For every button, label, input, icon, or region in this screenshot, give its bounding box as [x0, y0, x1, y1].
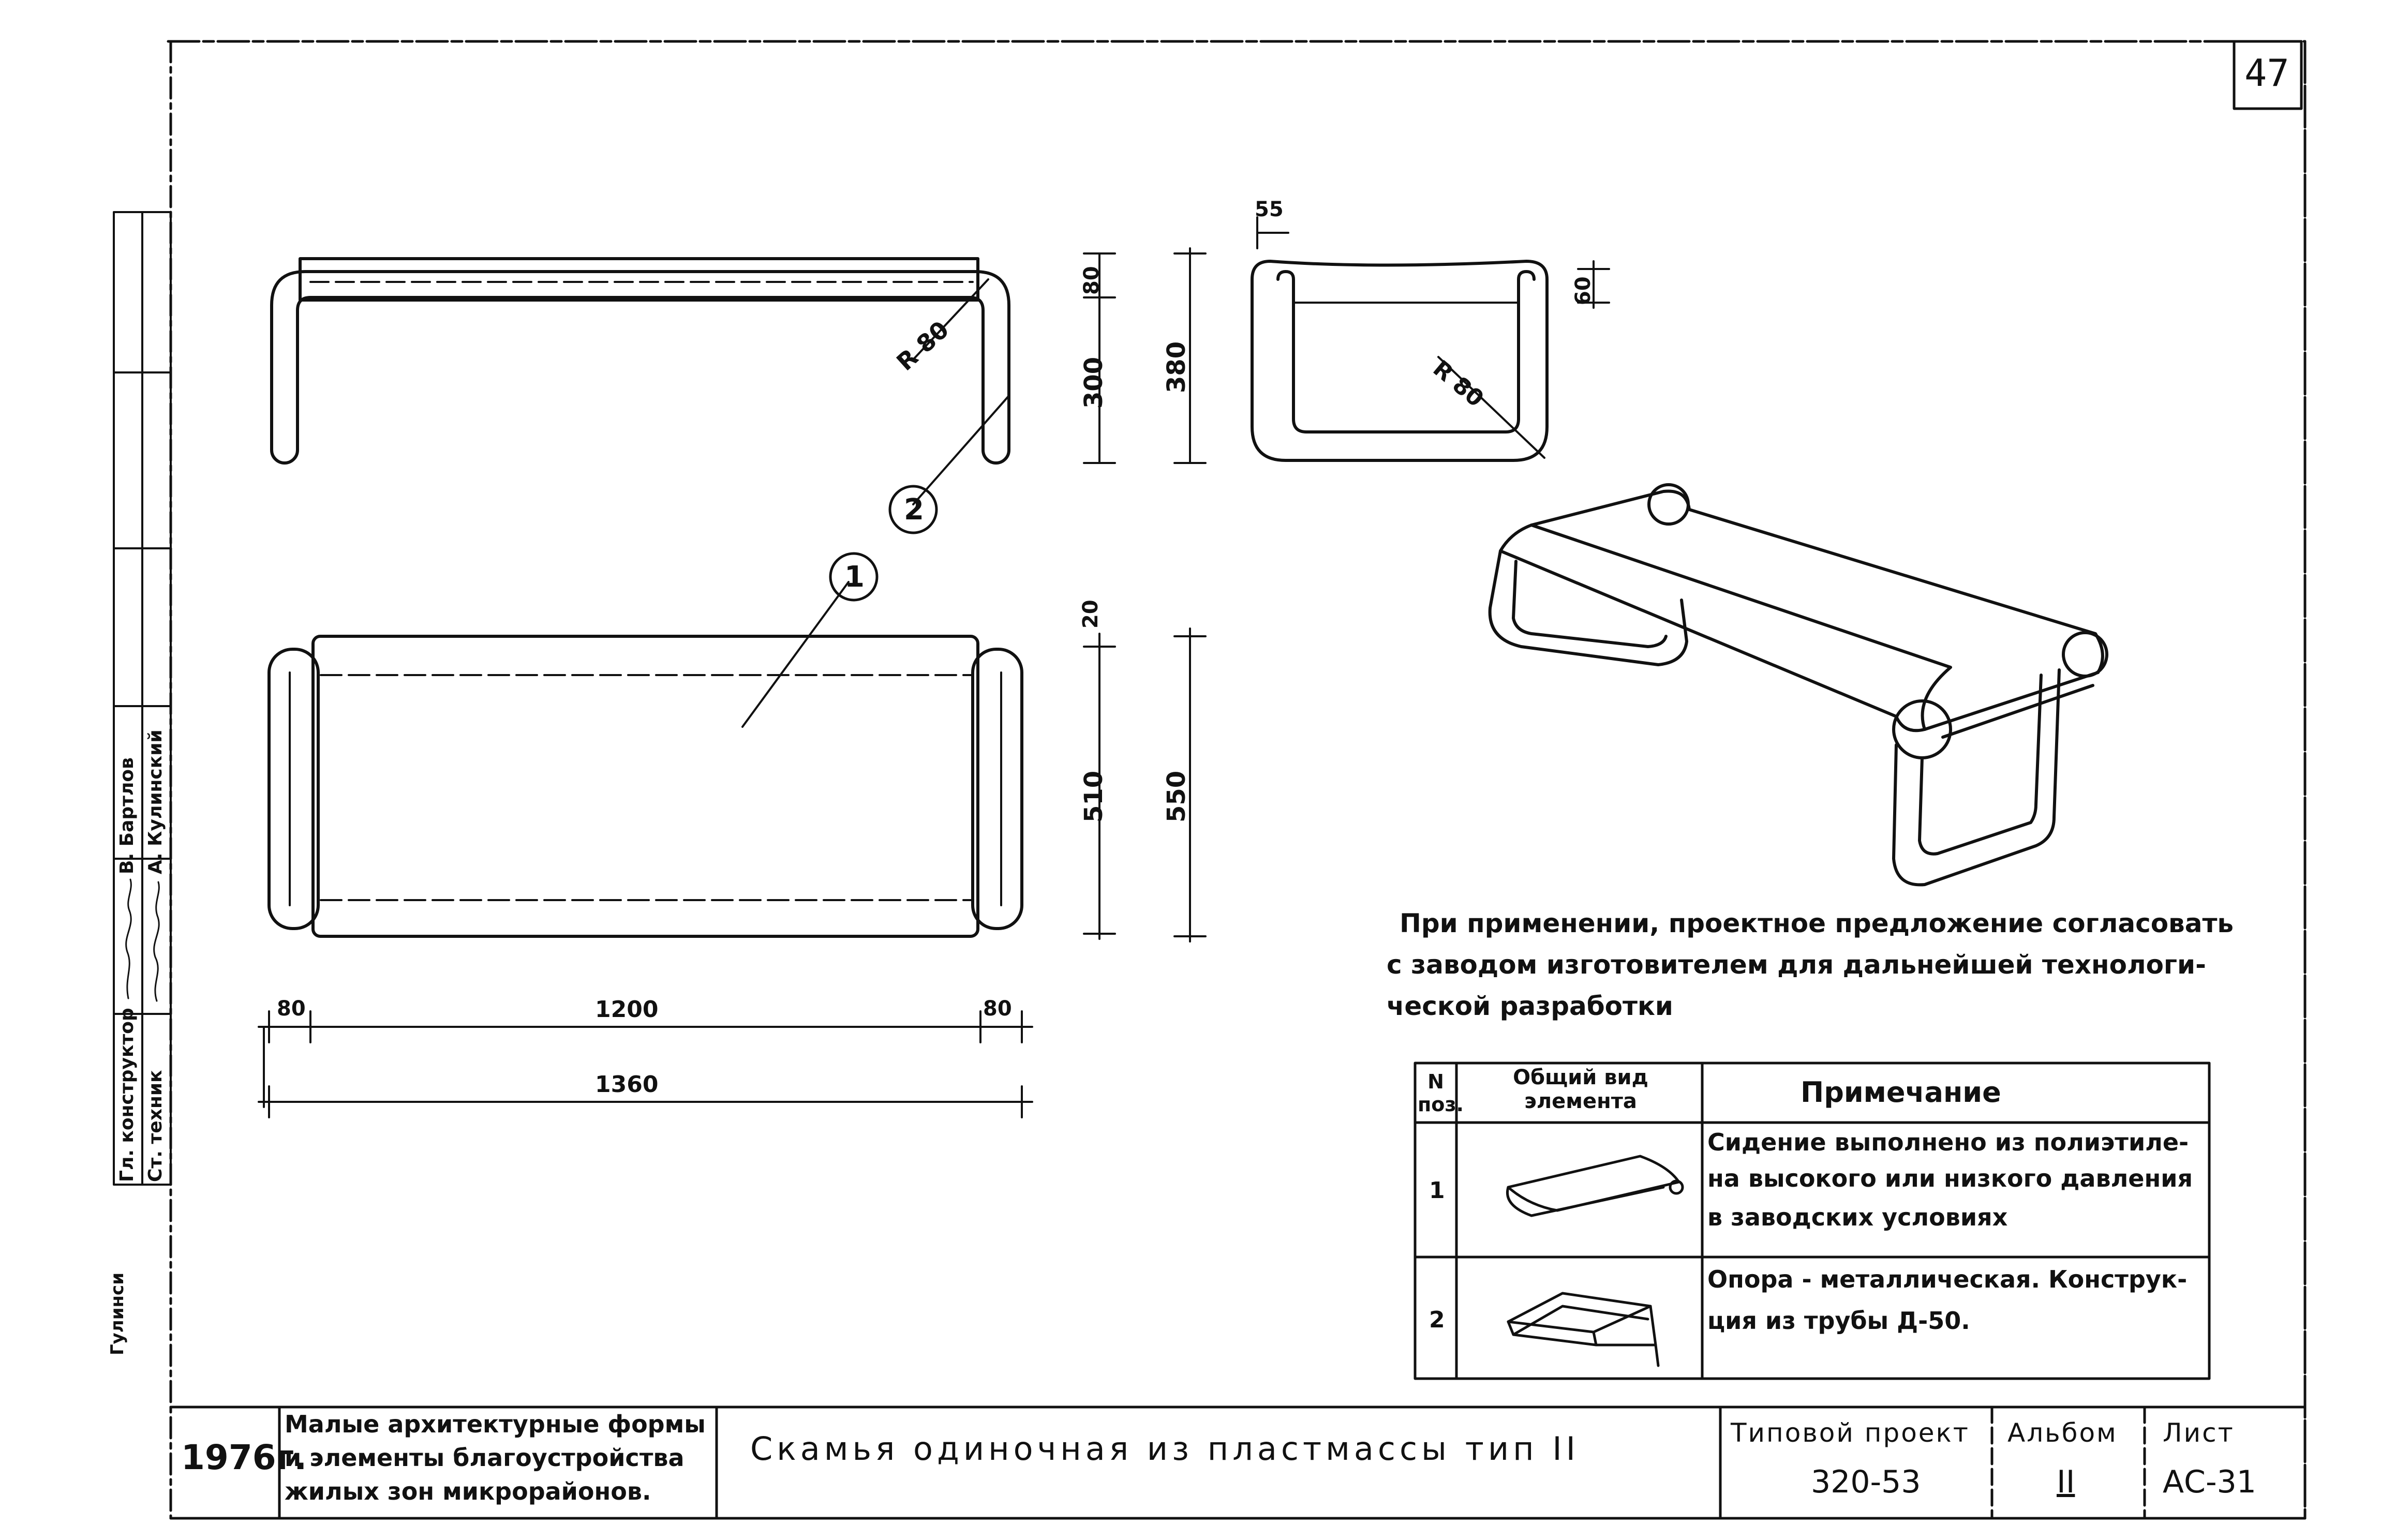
title-block-grid [169, 1406, 2307, 1520]
stamp-name-1: В. Бартлов [116, 757, 138, 874]
table-row-2-note-line-1: Опора - металлическая. Конструк- [1707, 1265, 2188, 1293]
bench-axonometric [1488, 483, 2108, 887]
width-dimension-lines [258, 1010, 1033, 1118]
title-block-sheet-label: Лист [2163, 1418, 2235, 1448]
dim-plan-510: 510 [1079, 770, 1108, 823]
title-block-series-line-3: жилых зон микрорайонов. [285, 1477, 651, 1505]
dim-bottom-1360: 1360 [595, 1071, 659, 1098]
depth-dimension-lines [1083, 627, 1207, 943]
table-header-note: Примечание [1801, 1076, 2001, 1109]
title-block-series-line-1: Малые архитектурные формы [285, 1410, 706, 1438]
title-block-album-number: II [2057, 1464, 2075, 1500]
signature-1 [125, 878, 132, 999]
table-row-1-note-line-2: на высокого или низкого давления [1707, 1164, 2193, 1192]
table-row-1-pos: 1 [1429, 1177, 1445, 1204]
seat-thumbnail [1506, 1155, 1684, 1217]
sheet-corner-number: 47 [2244, 51, 2289, 95]
stamp-name-2: А. Кулинский [145, 729, 166, 874]
dim-elev-300: 300 [1079, 356, 1108, 409]
spec-table-grid [1414, 1061, 2211, 1380]
dim-bottom-80-left: 80 [277, 997, 306, 1021]
title-block-album-label: Альбом [2007, 1418, 2118, 1448]
side-stamp-grid [113, 211, 172, 1186]
r80-leader [912, 278, 989, 361]
dim-side-55: 55 [1255, 198, 1284, 221]
front-elevation [270, 257, 1010, 465]
plan-view [267, 635, 1023, 938]
margin-mark: Гулинси [107, 1272, 128, 1355]
signature-2 [153, 881, 160, 1002]
height-dimension-lines [1083, 247, 1207, 464]
note-line-1: При применении, проектное предложение со… [1400, 908, 2234, 938]
table-header-pos: N поз. [1418, 1070, 1464, 1116]
stamp-role-1: Гл. конструктор [116, 1008, 138, 1182]
side-elevation [1251, 260, 1549, 462]
position-bubble-1 [829, 552, 879, 602]
position-label-1: 1 [844, 560, 865, 594]
title-block-project-number: 320-53 [1811, 1464, 1921, 1500]
leader-line-1 [741, 581, 850, 728]
dim-plan-20: 20 [1079, 600, 1103, 629]
table-row-2-note-line-2: ция из трубы Д-50. [1707, 1307, 1970, 1335]
frame-thumbnail [1507, 1292, 1660, 1367]
note-line-3: ческой разработки [1387, 991, 1673, 1021]
position-label-2: 2 [904, 493, 924, 527]
title-block-sheet-number: АС-31 [2163, 1464, 2256, 1500]
stamp-role-2: Ст. техник [145, 1070, 166, 1182]
dim-elev-80: 80 [1080, 266, 1104, 295]
table-header-view: Общий вид элемента [1513, 1066, 1648, 1113]
dim-plan-550: 550 [1162, 770, 1191, 823]
sheet-number-box [2233, 40, 2303, 110]
note-line-2: с заводом изготовителем для дальнейшей т… [1387, 950, 2206, 980]
dim-bottom-1200: 1200 [595, 996, 659, 1023]
table-row-1-note-line-1: Сидение выполнено из полиэтиле- [1707, 1128, 2189, 1156]
sheet-frame [167, 40, 2307, 1520]
dim-side-60: 60 [1571, 276, 1595, 305]
side-dimension-lines [1256, 216, 1610, 309]
dim-bottom-80-right: 80 [983, 997, 1012, 1021]
side-r80-leader [1437, 356, 1545, 459]
position-bubble-2 [888, 485, 938, 534]
title-block-title: Скамья одиночная из пластмассы тип II [750, 1430, 1580, 1468]
dim-elev-380: 380 [1162, 341, 1191, 393]
leader-line-2 [912, 395, 1010, 505]
table-row-1-note-line-3: в заводских условиях [1707, 1203, 2008, 1231]
title-block-series-line-2: и элементы благоустройства [285, 1444, 685, 1472]
table-row-2-pos: 2 [1429, 1307, 1445, 1333]
title-block-year: 1976г. [181, 1438, 307, 1477]
title-block-project-label: Типовой проект [1731, 1418, 1970, 1448]
